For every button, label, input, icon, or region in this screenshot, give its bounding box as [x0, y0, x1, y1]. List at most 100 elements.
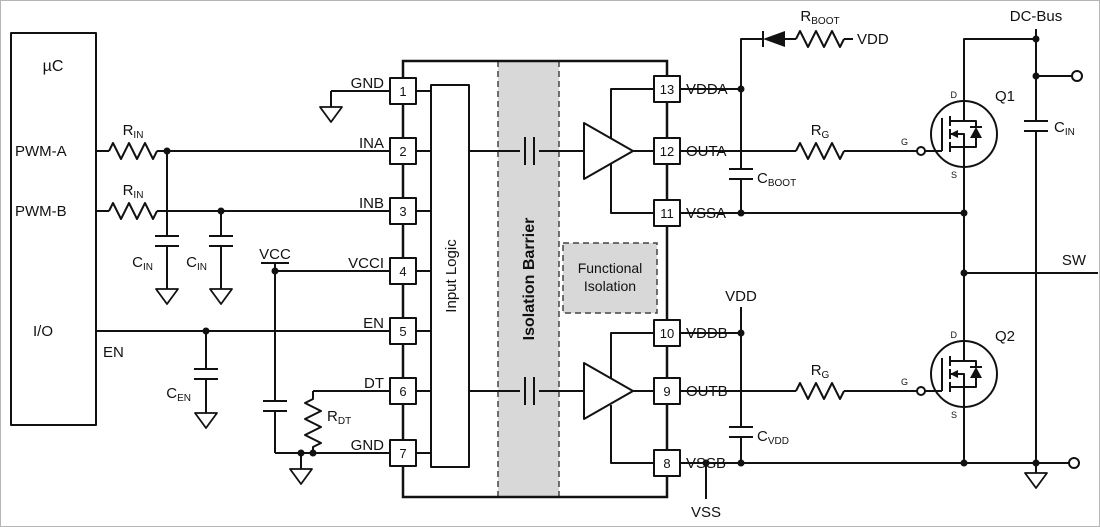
vdd-bottom-label: VDD	[725, 288, 757, 305]
rin-b-sub: IN	[133, 190, 143, 201]
cin-a-sub: IN	[143, 262, 153, 273]
ground-symbol-cin-b	[209, 288, 233, 305]
q1-gate-label: G	[901, 137, 908, 147]
rdt-label: RDT	[327, 408, 351, 427]
resistor-rdt	[304, 391, 322, 453]
driver-buffer-a	[583, 122, 634, 180]
mcu-box	[10, 32, 97, 426]
pin-box-11-vssa: 11	[653, 199, 681, 227]
cen-label: CEN	[166, 385, 191, 404]
pin2-number: 2	[399, 144, 406, 159]
mcu-signal-pwm-b: PWM-B	[15, 203, 67, 220]
bootstrap-network: RBOOT VDD CBOOT RG	[680, 8, 964, 214]
junction-dot	[217, 207, 225, 215]
rdt-sub: DT	[338, 416, 351, 427]
cboot-sub: BOOT	[768, 178, 796, 189]
junction-dot	[297, 449, 305, 457]
junction-dot	[309, 449, 317, 457]
low-side-network: VDD CVDD RG VSS	[680, 288, 942, 521]
rg-b-base: R	[811, 362, 822, 379]
ground-symbol-bus	[1024, 472, 1048, 489]
pin11-rect	[653, 199, 681, 227]
q1-body-diode	[970, 127, 982, 138]
pin-box-3-inb: 3	[389, 197, 417, 225]
q2-body-diode	[970, 367, 982, 378]
resistor-rg-b	[795, 382, 845, 400]
pin-box-9-outb: 9	[653, 377, 681, 405]
cin-b-base: C	[186, 254, 197, 271]
isolation-coupling	[469, 137, 584, 405]
pin-box-4-vcci: 4	[389, 257, 417, 285]
pin-label-inb: INB	[359, 195, 384, 212]
junction-dot	[1032, 35, 1040, 43]
pin5-number: 5	[399, 324, 406, 339]
mcu-block: µC PWM-A PWM-B I/O EN	[10, 32, 124, 426]
rg-b-sub: G	[822, 370, 830, 381]
cboot-base: C	[757, 170, 768, 187]
cin-bus-base: C	[1054, 119, 1065, 136]
input-logic-box	[430, 84, 470, 468]
resistor-rin-a	[108, 142, 158, 160]
cin-b-label: CIN	[186, 254, 207, 273]
mcu-signal-pwm-a: PWM-A	[15, 143, 67, 160]
isolation-barrier-label: Isolation Barrier	[521, 218, 538, 341]
pin3-rect	[389, 197, 417, 225]
pin-box-8-vssb: 8	[653, 449, 681, 477]
rboot-label: RBOOT	[800, 8, 839, 27]
resistor-rg-a	[795, 142, 845, 160]
q1-drain-label: D	[951, 90, 958, 100]
pin1-number: 1	[399, 84, 406, 99]
isolation-barrier-strip	[497, 61, 560, 497]
pin-box-10-vddb: 10	[653, 319, 681, 347]
junction-dot	[1032, 459, 1040, 467]
pin-label-en: EN	[363, 315, 384, 332]
pin4-rect	[389, 257, 417, 285]
cboot-label: CBOOT	[757, 170, 796, 189]
power-stage: G D S Q1 G D S Q2 DC-Bus CIN SW	[680, 8, 1098, 499]
pin-box-2-ina: 2	[389, 137, 417, 165]
rboot-base: R	[800, 8, 811, 25]
low-side-wires	[680, 307, 942, 463]
caps-left	[155, 151, 233, 413]
functional-isolation-label-1: Functional	[578, 260, 643, 276]
cin-a-label: CIN	[132, 254, 153, 273]
cin-bus-sub: IN	[1065, 127, 1075, 138]
junction-dot	[737, 329, 745, 337]
pin8-number: 8	[663, 456, 670, 471]
junction-dot	[271, 267, 279, 275]
pin-box-7-gnd: 7	[389, 439, 417, 467]
cvdd-sub: VDD	[768, 436, 789, 447]
ground-symbol-cen	[194, 412, 218, 429]
functional-isolation-label-2: Isolation	[584, 278, 636, 294]
junction-dot	[960, 209, 968, 217]
en-signal-label: EN	[103, 344, 124, 361]
pin13-rect	[653, 75, 681, 103]
pin-box-5-en: 5	[389, 317, 417, 345]
return-terminal	[1068, 457, 1080, 469]
pin10-number: 10	[660, 326, 674, 341]
resistor-rboot	[795, 30, 845, 48]
pin-label-vddb: VDDB	[686, 325, 728, 342]
bootstrap-diode	[763, 31, 785, 47]
junction-dot	[960, 269, 968, 277]
ground-symbol-cin-a	[155, 288, 179, 305]
input-wires	[96, 90, 390, 454]
junction-dot	[737, 85, 745, 93]
junction-dot	[202, 327, 210, 335]
isolation-barrier-fill	[498, 61, 559, 497]
buffer-rails	[610, 88, 654, 464]
rin-b-label: RIN	[123, 182, 144, 201]
power-wires	[680, 29, 1098, 499]
q2-gate-terminal	[916, 386, 926, 396]
q2-body-arrow	[950, 370, 958, 378]
pin13-number: 13	[660, 82, 674, 97]
rin-b-base: R	[123, 182, 134, 199]
mcu-title: µC	[43, 58, 64, 75]
rg-a-base: R	[811, 122, 822, 139]
high-side-wires	[680, 31, 964, 214]
junction-dot	[702, 459, 710, 467]
vcc-branch	[261, 262, 302, 469]
input-logic-label: Input Logic	[443, 239, 460, 313]
cvdd-label: CVDD	[757, 428, 789, 447]
